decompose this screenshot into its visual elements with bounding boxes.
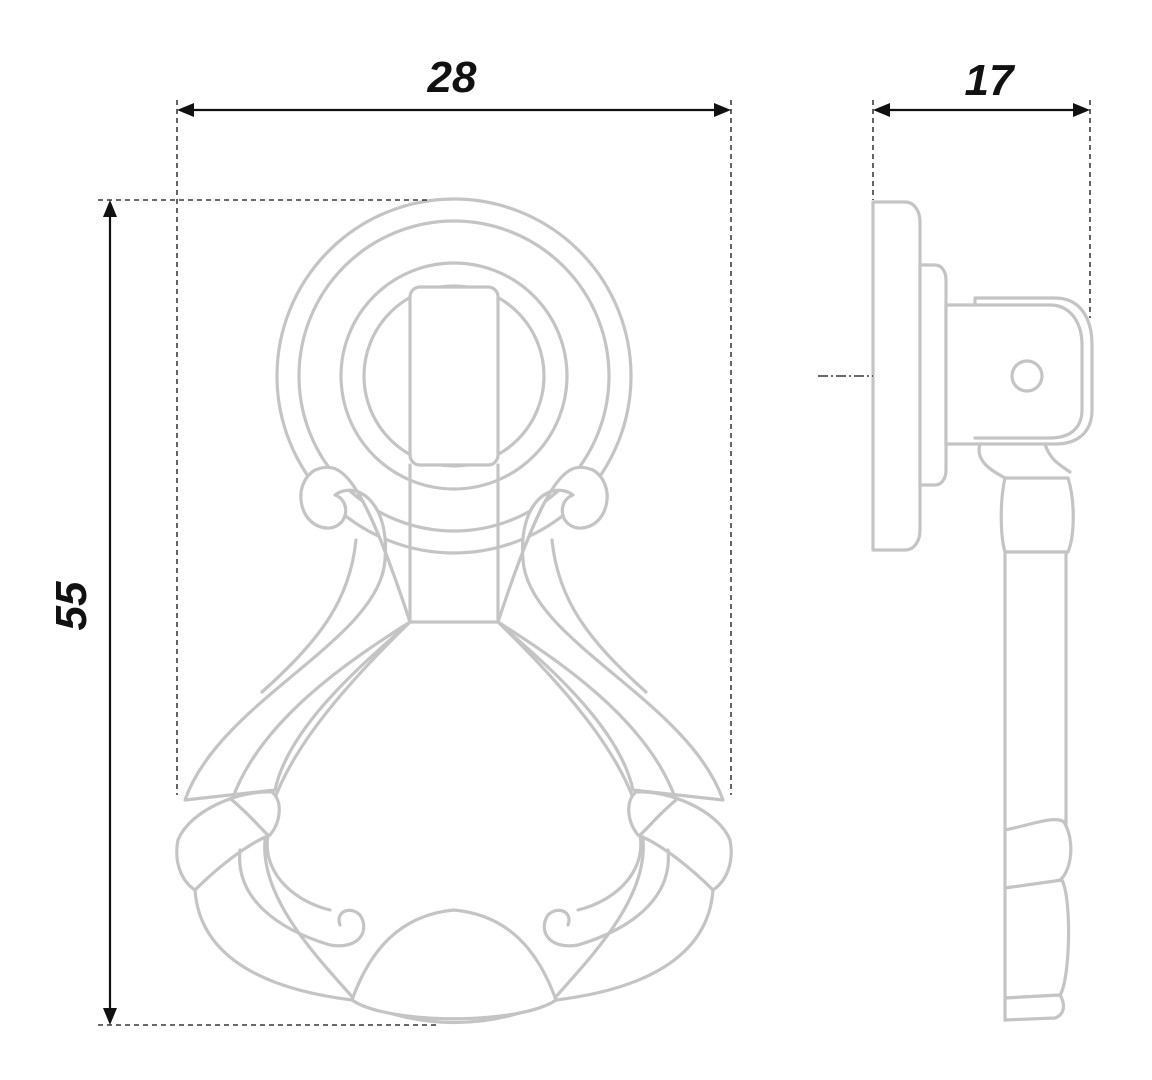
width-label: 28 xyxy=(427,53,477,102)
dimension-depth: 17 xyxy=(872,56,1091,318)
side-view xyxy=(818,200,1094,1022)
side-drop-collar xyxy=(999,476,1075,554)
right-scroll-inner-line xyxy=(550,538,648,694)
height-arrow-top xyxy=(103,200,117,217)
side-bracket xyxy=(944,296,1094,446)
width-arrow-right xyxy=(714,103,731,117)
side-pivot-pin xyxy=(1010,359,1044,393)
side-bracket-inner xyxy=(973,303,1084,440)
side-boss xyxy=(918,263,948,487)
bottom-left-curl xyxy=(193,833,366,1002)
left-binding-band xyxy=(175,790,281,892)
front-view xyxy=(175,197,733,1024)
center-stem-neck xyxy=(408,463,500,624)
side-backplate xyxy=(871,200,922,552)
width-arrow-left xyxy=(177,103,194,117)
right-scroll-arm xyxy=(496,465,725,802)
bottom-oval xyxy=(350,908,558,1021)
dimension-width: 28 xyxy=(176,53,732,795)
backplate-outer-ring xyxy=(275,197,633,555)
right-binding-band xyxy=(627,790,733,892)
side-drop-hinge xyxy=(977,442,1072,480)
center-stem xyxy=(408,285,500,467)
backplate-inner-ring xyxy=(339,261,569,491)
left-arm-inner-curve xyxy=(230,620,412,802)
height-label: 55 xyxy=(47,581,96,630)
bottom-right-curl xyxy=(542,833,715,1002)
left-scroll-arm xyxy=(183,465,412,802)
side-drop-tip xyxy=(1003,993,1066,1022)
side-drop-band xyxy=(1003,817,1073,890)
backplate-middle-ring xyxy=(297,219,611,533)
side-drop-lower xyxy=(1003,878,1071,1000)
side-drop-shaft xyxy=(1003,550,1068,832)
depth-label: 17 xyxy=(965,56,1016,105)
left-binding-band-edge xyxy=(230,798,270,837)
left-scroll-inner-line xyxy=(260,538,358,694)
dimension-height: 55 xyxy=(47,199,440,1026)
height-arrow-bottom xyxy=(103,1008,117,1025)
right-binding-band-edge xyxy=(638,798,678,837)
depth-arrow-left xyxy=(873,103,890,117)
right-arm-inner-curve xyxy=(496,620,678,802)
depth-arrow-right xyxy=(1073,103,1090,117)
